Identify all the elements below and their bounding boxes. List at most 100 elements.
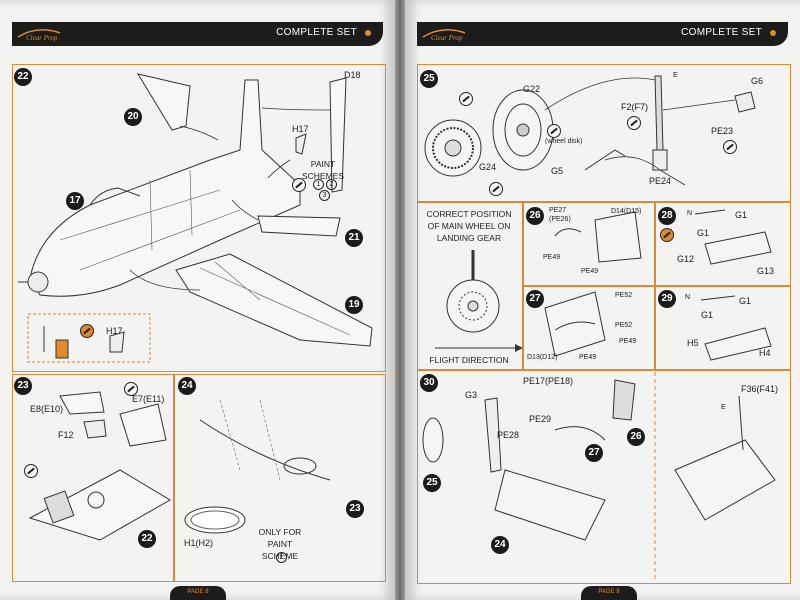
header-dot (770, 30, 776, 36)
label-f36: F36(F41) (741, 384, 779, 394)
header-title: COMPLETE SET (276, 27, 357, 38)
step-22-frame (12, 64, 386, 372)
label-pe23: PE23 (711, 126, 734, 136)
header-title: COMPLETE SET (681, 27, 762, 38)
right-page: Clear Prop COMPLETE SET 25 (405, 0, 800, 600)
label-pe49a: PE49 (543, 254, 561, 261)
book-gutter (395, 0, 405, 600)
correct-position-frame (417, 202, 523, 370)
label-g5: G5 (551, 166, 564, 176)
step-24-number: 24 (178, 377, 196, 395)
label-pe52b: PE52 (615, 322, 633, 329)
step-23-number: 23 (14, 377, 32, 395)
step-26-frame (523, 202, 655, 286)
step-22-number: 22 (14, 68, 32, 86)
clear-prop-logo: Clear Prop (422, 29, 466, 42)
glue-icon (292, 178, 306, 192)
part-25-label: 25 (423, 474, 441, 492)
label-pe49: PE49 (619, 338, 637, 345)
glue-icon (547, 124, 561, 138)
part-26-label: 26 (627, 428, 645, 446)
label-pe52a: PE52 (615, 292, 633, 299)
step-25-number: 25 (420, 70, 438, 88)
part-17-label: 17 (66, 192, 84, 210)
label-wheel-disk: (wheel disk) (545, 138, 583, 145)
step-29-frame (655, 286, 791, 370)
label-h17: H17 (292, 124, 309, 134)
fuselage-drawing (18, 73, 373, 541)
footer-tab-left: PAGE 8 (170, 586, 226, 600)
landing-gear-drawing (422, 75, 776, 580)
scheme-1: 1 (313, 179, 324, 190)
step-28-frame (655, 202, 791, 286)
part-19-label: 19 (345, 296, 363, 314)
label-d18: D18 (344, 70, 361, 80)
label-g6: G6 (751, 76, 764, 86)
label-e30: E (721, 404, 726, 411)
label-f12: F12 (58, 430, 74, 440)
step-28-number: 28 (658, 207, 676, 225)
label-n29: N (685, 294, 691, 301)
label-e8: E8(E10) (30, 404, 64, 414)
glue-icon (80, 324, 94, 338)
step-26-number: 26 (526, 207, 544, 225)
label-d13: D13(D12) (527, 354, 558, 361)
glue-icon (489, 182, 503, 196)
glue-icon (660, 228, 674, 242)
flight-direction-text: FLIGHT DIRECTION (429, 355, 509, 365)
label-h5: H5 (687, 338, 699, 348)
label-pe17: PE17(PE18) (523, 376, 574, 386)
label-n: N (687, 210, 693, 217)
label-h17-detail: H17 (106, 326, 123, 336)
clear-prop-logo: Clear Prop (17, 29, 61, 42)
glue-icon (459, 92, 473, 106)
label-g3: G3 (465, 390, 478, 400)
left-page: Clear Prop COMPLETE SET 22 (0, 0, 395, 600)
page-header-right: Clear Prop COMPLETE SET (417, 22, 788, 46)
label-g13: G13 (757, 266, 775, 276)
label-g22: G22 (523, 84, 541, 94)
scheme-3: 3 (319, 190, 330, 201)
paint-scheme-1: 1 (276, 552, 287, 563)
label-f2: F2(F7) (621, 102, 648, 112)
label-pe29: PE29 (529, 414, 552, 424)
step-27-number: 27 (526, 290, 544, 308)
label-g12: G12 (677, 254, 695, 264)
label-pe49b: PE49 (581, 268, 599, 275)
step-29-number: 29 (658, 290, 676, 308)
label-h1: H1(H2) (184, 538, 214, 548)
step-24-frame (174, 374, 386, 582)
glue-icon (124, 382, 138, 396)
label-pe28: PE28 (497, 430, 520, 440)
glue-icon (627, 116, 641, 130)
correct-position-text: CORRECT POSITION OF MAIN WHEEL ON LANDIN… (426, 209, 512, 243)
label-g24: G24 (479, 162, 497, 172)
glue-icon (723, 140, 737, 154)
header-dot (365, 30, 371, 36)
footer-tab-right: PAGE 9 (581, 586, 637, 600)
svg-text:Clear Prop: Clear Prop (26, 34, 58, 42)
label-pe24: PE24 (649, 176, 672, 186)
part-27-label: 27 (585, 444, 603, 462)
part-21-label: 21 (345, 229, 363, 247)
part-20-label: 20 (124, 108, 142, 126)
part-23-label: 23 (346, 500, 364, 518)
page-header-left: Clear Prop COMPLETE SET (12, 22, 383, 46)
part-22-label: 22 (138, 530, 156, 548)
label-d14: D14(D15) (611, 208, 642, 215)
step-27-frame (523, 286, 655, 370)
label-e: E (673, 72, 678, 79)
label-g1b29: G1 (701, 310, 714, 320)
label-h4: H4 (759, 348, 771, 358)
glue-icon (24, 464, 38, 478)
paint-schemes-title: PAINT SCHEMES (301, 159, 345, 181)
step-30-number: 30 (420, 374, 438, 392)
step-23-frame (12, 374, 174, 582)
step-25-frame (417, 64, 791, 202)
label-e7: E7(E11) (132, 394, 165, 404)
label-g1a: G1 (735, 210, 748, 220)
label-pe49b: PE49 (579, 354, 597, 361)
svg-text:Clear Prop: Clear Prop (431, 34, 463, 42)
scheme-2: 2 (326, 179, 337, 190)
step-30-frame (417, 370, 791, 584)
